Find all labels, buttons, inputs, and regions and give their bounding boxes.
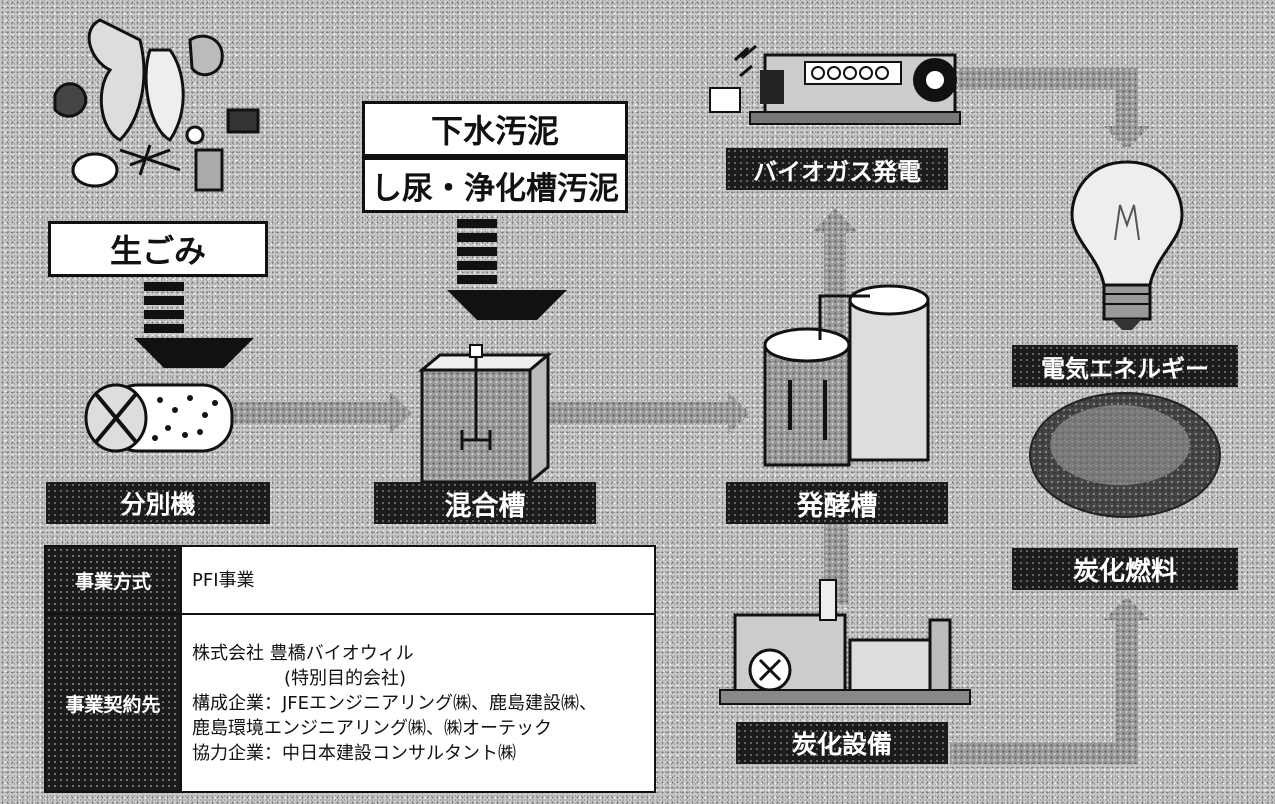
contractor-details: 株式会社 豊橋バイオウィル (特別目的会社) 構成企業：JFEエンジニアリング㈱…: [180, 613, 656, 793]
project-method-row: 事業方式 PFI事業: [44, 545, 656, 615]
night-soil-sludge-box: し尿・浄化槽汚泥: [362, 157, 628, 213]
flow-arrow-carbonization-to-fuel: [950, 596, 1150, 764]
generator-illustration: [709, 44, 961, 125]
food-waste-illustration: [53, 18, 260, 192]
carbonized-fuel-label: 炭化燃料: [1012, 548, 1238, 590]
member-companies-line2: 鹿島環境エンジニアリング㈱、㈱オーテック: [192, 717, 552, 739]
biogas-power-label: バイオガス発電: [726, 148, 948, 190]
mixing-tank-illustration: [417, 344, 553, 486]
flow-arrow-mixing-to-fermentation: [548, 392, 750, 434]
flow-arrow-biogas-to-electricity: [958, 68, 1150, 150]
fermentation-tank-illustration: [763, 284, 930, 467]
carbonized-fuel-illustration: [1029, 392, 1221, 518]
company-note: (特別目的会社): [284, 667, 407, 689]
light-bulb-illustration: [1070, 160, 1184, 330]
project-method-value: PFI事業: [180, 545, 656, 615]
separator-label: 分別機: [46, 482, 270, 524]
carbonization-facility-label: 炭化設備: [736, 722, 948, 764]
contractor-header: 事業契約先: [44, 613, 182, 793]
project-method-header: 事業方式: [44, 545, 182, 615]
contractor-row: 事業契約先 株式会社 豊橋バイオウィル (特別目的会社) 構成企業：JFEエンジ…: [44, 613, 656, 793]
company-name: 株式会社 豊橋バイオウィル: [192, 642, 414, 664]
carbonization-plant-illustration: [719, 579, 971, 705]
project-info-table: 事業方式 PFI事業 事業契約先 株式会社 豊橋バイオウィル (特別目的会社) …: [44, 545, 656, 793]
sewage-sludge-label: 下水汚泥: [430, 112, 559, 150]
mixing-tank-label: 混合槽: [374, 482, 596, 524]
night-soil-sludge-label: し尿・浄化槽汚泥: [371, 170, 619, 207]
member-companies-line1: 構成企業：JFEエンジニアリング㈱、鹿島建設㈱、: [192, 692, 598, 714]
flow-arrow-separator-to-mixing: [232, 392, 412, 434]
electric-energy-label: 電気エネルギー: [1012, 345, 1238, 387]
fermentation-tank-label: 発酵槽: [726, 482, 948, 524]
food-waste-label: 生ごみ: [109, 232, 206, 270]
food-waste-box: 生ごみ: [48, 221, 268, 277]
separator-illustration: [84, 383, 234, 453]
sewage-sludge-box: 下水汚泥: [362, 101, 628, 157]
flow-arrow-fermentation-to-biogas: [812, 208, 858, 342]
cooperating-company: 協力企業：中日本建設コンサルタント㈱: [192, 742, 516, 764]
